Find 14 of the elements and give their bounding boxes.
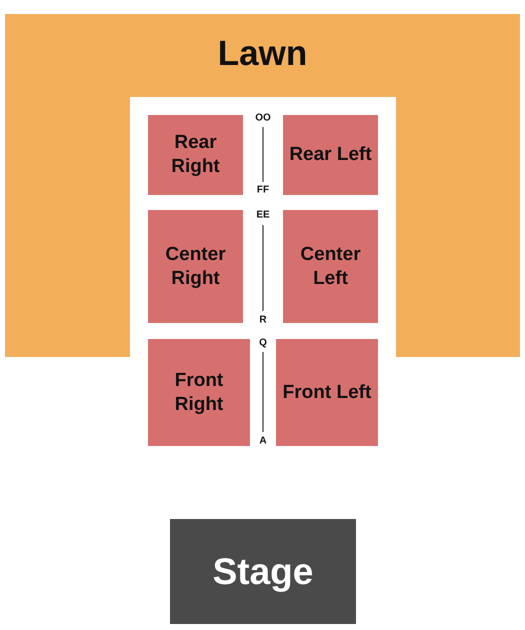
- seating-section: Center Left: [283, 210, 378, 323]
- seating-section: Rear Right: [148, 115, 243, 195]
- row-label: FF: [256, 184, 270, 196]
- seating-section: Center Right: [148, 210, 243, 323]
- row-label: OO: [255, 112, 271, 124]
- seating-section: Front Right: [148, 339, 250, 446]
- row-label: A: [259, 436, 267, 446]
- row-label: Q: [259, 338, 267, 348]
- row-label: EE: [256, 210, 270, 220]
- section-label: Lawn: [216, 34, 308, 74]
- seating-section: Rear Left: [283, 115, 378, 195]
- row-label: R: [259, 314, 267, 326]
- stage-block: Stage: [170, 519, 356, 624]
- seating-section: Front Left: [276, 339, 378, 446]
